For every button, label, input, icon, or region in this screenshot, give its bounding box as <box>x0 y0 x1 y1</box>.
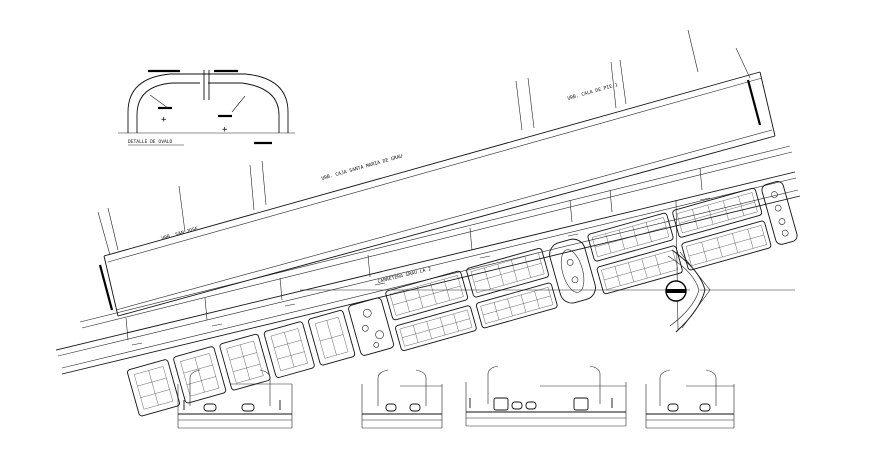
lot-block-6 <box>385 270 469 321</box>
svg-text:+: + <box>222 125 228 135</box>
lots-layer <box>127 181 798 417</box>
lot-block-4 <box>263 321 315 378</box>
access-streets <box>97 29 751 256</box>
lot-block-7 <box>395 305 477 352</box>
lot-block-8 <box>466 247 549 298</box>
park-block <box>348 297 394 356</box>
lot-block-9 <box>475 282 558 329</box>
end-park-strip <box>761 181 798 245</box>
main-road <box>55 145 801 375</box>
cross-section-3 <box>465 365 627 427</box>
lot-block-3 <box>219 333 271 391</box>
cross-section-1 <box>177 369 293 429</box>
oval-detail-left-arc <box>127 73 205 133</box>
street-label-top-left: URB. CAJA SANTA MARIA DE GRAU <box>321 153 403 181</box>
lot-block-10 <box>587 212 674 262</box>
lot-block-1 <box>127 359 180 417</box>
oval-detail-caption: DETALLE DE OVALO <box>128 139 172 145</box>
oval-detail: + + DETALLE DE OVALO <box>118 69 295 146</box>
lot-block-11 <box>596 245 683 295</box>
roundabout <box>665 249 711 333</box>
street-label-left: URB. SAN JOSE <box>161 226 199 242</box>
block-outline <box>98 71 776 317</box>
cross-section-4 <box>645 369 735 429</box>
lot-block-5 <box>308 310 356 366</box>
north-arrow-icon <box>665 280 687 302</box>
cross-section-2 <box>361 369 443 429</box>
lot-block-13 <box>681 220 772 271</box>
svg-text:+: + <box>161 115 167 125</box>
lot-block-12 <box>672 187 763 238</box>
street-label-top-right: URB. CALA DE PIE 1 <box>567 82 619 102</box>
street-label-main: CARRETERA GRAU LA 2 <box>377 266 432 285</box>
oval-park <box>549 238 596 304</box>
oval-detail-right-arc <box>205 73 289 133</box>
lot-block-2 <box>173 346 227 404</box>
